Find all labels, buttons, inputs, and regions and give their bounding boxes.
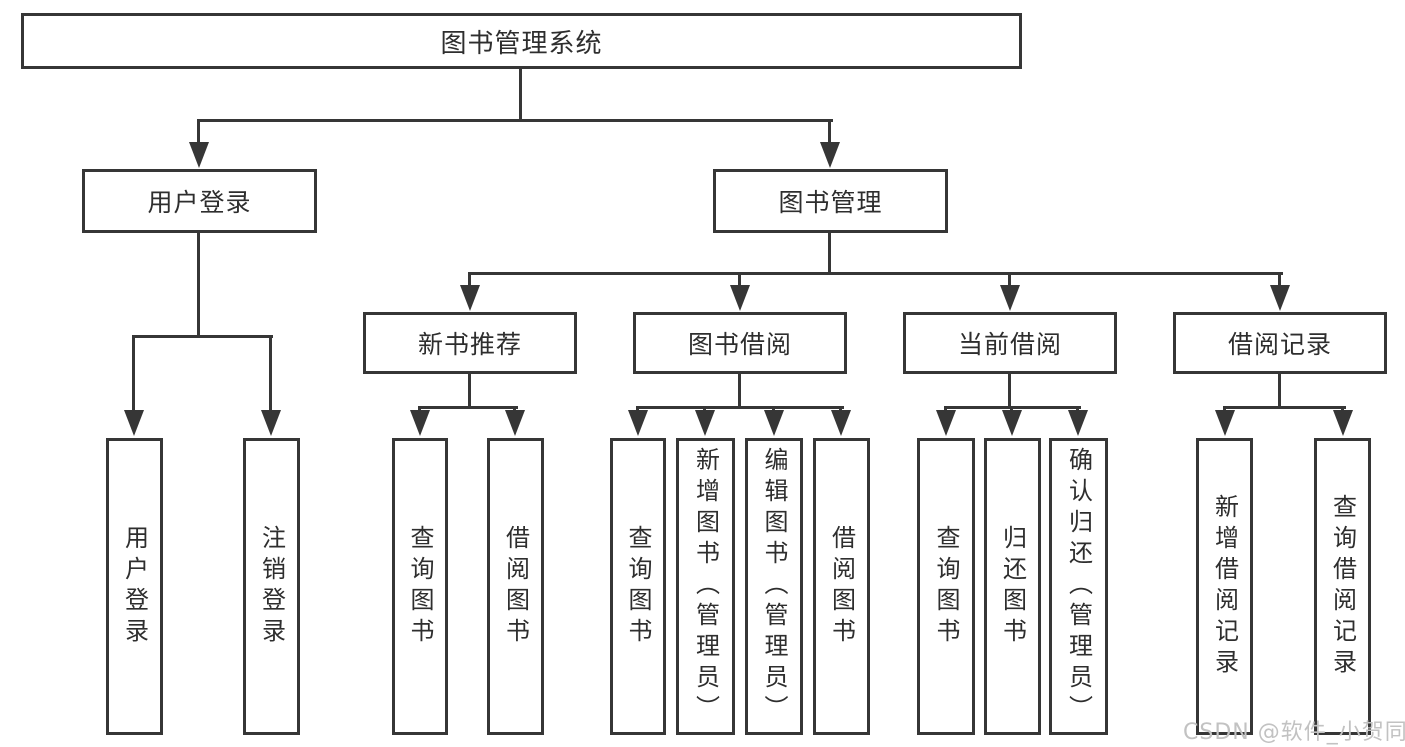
arrowhead-edit-books-admin	[764, 410, 784, 436]
arrowhead-borrow-books-borrow	[831, 410, 851, 436]
arrowhead-query-borrow-record	[1333, 410, 1353, 436]
connector-drop-records	[1278, 272, 1281, 288]
node-borrow-records: 借阅记录	[1173, 312, 1387, 374]
connector-recommend-stem	[468, 374, 471, 409]
arrowhead-recommend	[460, 285, 480, 311]
leaf-borrow-books-recommend: 借阅图书	[487, 438, 544, 735]
arrowhead-leaf-user-login	[124, 410, 144, 436]
leaf-query-books-current: 查询图书	[917, 438, 975, 735]
connector-drop-borrow	[738, 272, 741, 288]
node-root-library-system: 图书管理系统	[21, 13, 1022, 69]
arrowhead-query-books-borrow	[628, 410, 648, 436]
csdn-watermark: CSDN @软件_小贺同学	[1183, 720, 1405, 745]
leaf-return-books: 归还图书	[984, 438, 1041, 735]
arrowhead-records	[1270, 285, 1290, 311]
node-book-borrow: 图书借阅	[633, 312, 847, 374]
arrowhead-query-books-current	[936, 410, 956, 436]
connector-drop-leaf-logout	[269, 335, 272, 415]
leaf-add-borrow-record: 新增借阅记录	[1196, 438, 1253, 735]
node-book-management: 图书管理	[713, 169, 948, 233]
leaf-add-books-admin: 新增图书（管理员）	[676, 438, 735, 735]
connector-drop-recommend	[468, 272, 471, 288]
node-user-login: 用户登录	[82, 169, 317, 233]
arrowhead-add-books-admin	[695, 410, 715, 436]
connector-user-login-stem	[197, 233, 200, 338]
connector-records-hline	[1223, 406, 1346, 409]
arrowhead-user-login	[189, 142, 209, 168]
leaf-logout: 注销登录	[243, 438, 300, 735]
leaf-query-books-borrow: 查询图书	[610, 438, 666, 735]
leaf-user-login: 用户登录	[106, 438, 163, 735]
connector-drop-book-mgmt	[828, 119, 831, 147]
leaf-query-borrow-record: 查询借阅记录	[1314, 438, 1371, 735]
leaf-edit-books-admin: 编辑图书（管理员）	[745, 438, 803, 735]
connector-drop-user-login	[197, 119, 200, 147]
arrowhead-add-borrow-record	[1215, 410, 1235, 436]
arrowhead-book-mgmt	[820, 142, 840, 168]
connector-borrow-stem	[738, 374, 741, 409]
leaf-confirm-return-admin: 确认归还（管理员）	[1049, 438, 1108, 735]
connector-records-stem	[1278, 374, 1281, 409]
connector-user-login-hline	[132, 335, 273, 338]
connector-root-hline	[198, 119, 833, 122]
leaf-query-books-recommend: 查询图书	[392, 438, 448, 735]
arrowhead-query-books-recommend	[410, 410, 430, 436]
connector-book-mgmt-hline	[468, 272, 1283, 275]
arrowhead-confirm-return-admin	[1068, 410, 1088, 436]
arrowhead-borrow	[730, 285, 750, 311]
connector-recommend-hline	[418, 406, 518, 409]
arrowhead-return-books	[1002, 410, 1022, 436]
connector-book-mgmt-stem	[828, 233, 831, 275]
arrowhead-current	[1000, 285, 1020, 311]
connector-borrow-hline	[636, 406, 844, 409]
connector-root-stem	[519, 69, 522, 121]
connector-drop-current	[1008, 272, 1011, 288]
node-new-book-recommend: 新书推荐	[363, 312, 577, 374]
leaf-borrow-books-borrow: 借阅图书	[813, 438, 870, 735]
arrowhead-borrow-books-recommend	[505, 410, 525, 436]
connector-drop-leaf-user-login	[132, 335, 135, 415]
arrowhead-leaf-logout	[261, 410, 281, 436]
connector-current-stem	[1008, 374, 1011, 409]
node-current-borrow: 当前借阅	[903, 312, 1117, 374]
